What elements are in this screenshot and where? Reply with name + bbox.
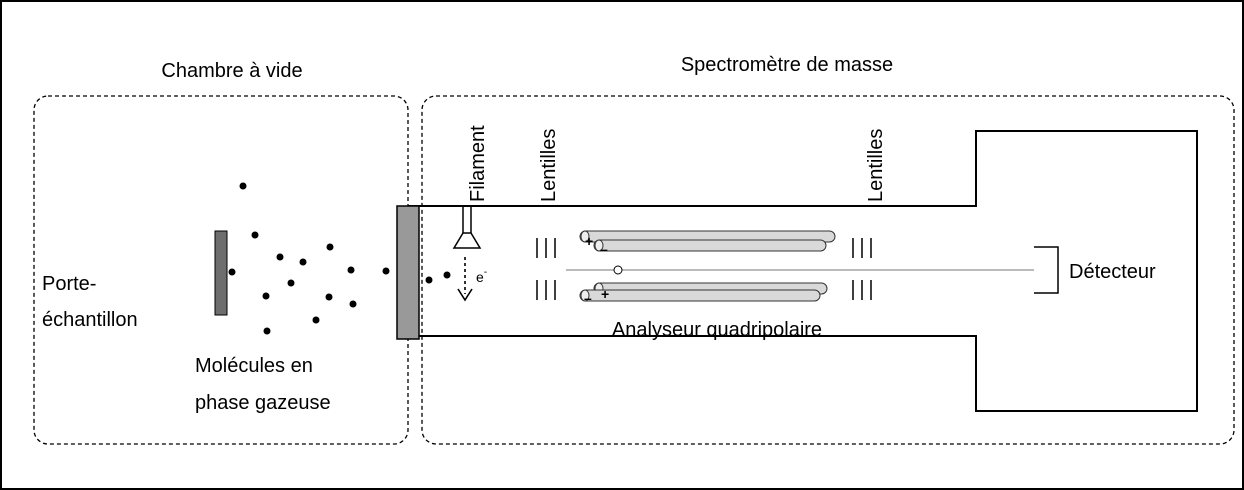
sample-holder-label-line1: Porte- — [42, 273, 96, 295]
sample-holder-label-line2: échantillon — [42, 309, 138, 331]
electron-arrow — [457, 257, 473, 302]
filament — [452, 207, 482, 249]
molecule — [347, 266, 355, 274]
gas-molecules-label-line1: Molécules en — [195, 355, 313, 377]
electron-label: e- — [476, 267, 487, 285]
molecule — [299, 258, 307, 266]
lens-plates-left — [536, 238, 556, 300]
spectrometer-body — [408, 130, 1198, 412]
rod-sign-lower-1: – — [584, 290, 592, 306]
mass-spectrometer-title: Spectromètre de masse — [681, 54, 893, 76]
quadrupole-rod — [579, 230, 836, 243]
aperture-plate — [396, 205, 420, 340]
molecule — [251, 231, 259, 239]
quadrupole-rod — [593, 239, 827, 252]
gas-molecules-label-line2: phase gazeuse — [195, 392, 331, 414]
molecule — [443, 271, 451, 279]
ion — [613, 265, 623, 275]
molecule — [263, 327, 271, 335]
rod-sign-upper-2: – — [600, 241, 608, 257]
molecule — [349, 300, 357, 308]
quadrupole-rod — [579, 289, 821, 302]
quadrupole-rods: + – – + — [579, 230, 836, 306]
quadrupole-analyzer-label: Analyseur quadripolaire — [612, 319, 822, 341]
sample-holder-plate — [214, 230, 228, 316]
rod-sign-upper-1: + — [585, 233, 593, 249]
molecule — [382, 267, 390, 275]
lens-plates-right — [852, 238, 872, 300]
lenses-right-label: Lentilles — [865, 129, 887, 202]
molecule — [312, 316, 320, 324]
molecule — [325, 293, 333, 301]
molecule — [262, 292, 270, 300]
mass-spectrometer-box — [421, 95, 1235, 445]
molecule — [228, 268, 236, 276]
lenses-left-label: Lentilles — [538, 129, 560, 202]
molecule — [239, 182, 247, 190]
gas-molecules — [228, 182, 451, 335]
rod-sign-lower-2: + — [601, 286, 609, 302]
molecule — [276, 253, 284, 261]
detector — [1034, 246, 1059, 294]
filament-label: Filament — [467, 125, 489, 202]
molecule — [425, 276, 433, 284]
vacuum-chamber-title: Chambre à vide — [161, 60, 302, 82]
molecule — [287, 279, 295, 287]
detector-label: Détecteur — [1069, 261, 1156, 283]
molecule — [326, 243, 334, 251]
